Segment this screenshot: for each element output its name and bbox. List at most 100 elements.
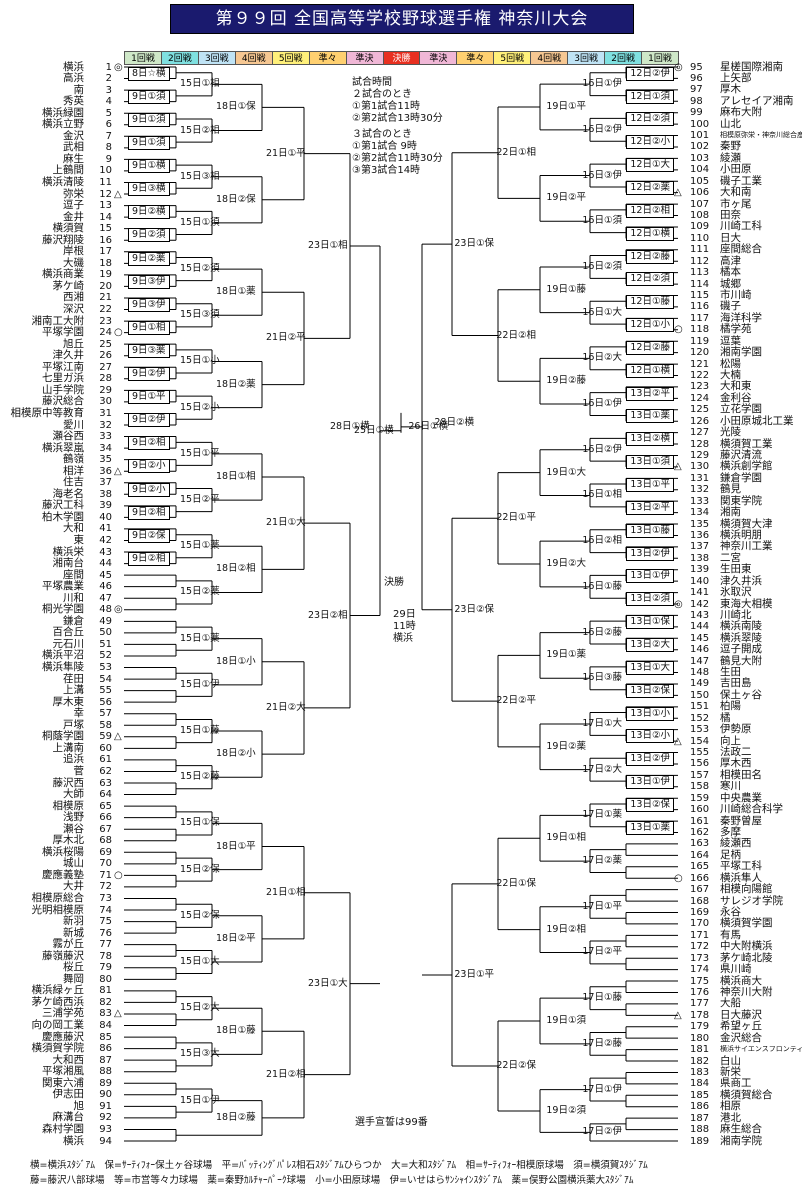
match-label: 16日①大 [582,306,622,318]
match-label: 19日①相 [546,832,586,844]
match-label: 19日①大 [546,466,586,478]
team-number: 12 [99,188,112,200]
match-label: 15日②相 [180,124,220,136]
team-name: 逗葉 [720,334,741,347]
match-label: 16日②相 [582,535,622,547]
team-number: 25 [99,338,112,350]
match-label: 9日②小 [128,459,170,474]
team-number: 42 [99,534,112,546]
page-title: 第９９回 全国高等学校野球選手権 神奈川大会 [170,4,634,34]
match-label: 12日②伊 [626,66,674,81]
match-label: 16日②藤 [582,626,622,638]
team-name: 横浜商大 [720,974,762,987]
match-label: 9日②相 [128,436,170,451]
team-name: 神奈川大附 [720,985,773,998]
team-name: 横須賀大津 [720,517,773,530]
team-number: 85 [99,1031,112,1043]
team-name: 大師 [63,788,84,801]
match-label: 23日①大 [308,977,348,989]
match-label: 9日③薬 [128,343,170,358]
team-number: 181 [690,1044,710,1056]
team-name: 伊志田 [52,1088,85,1101]
team-name: 旭 [73,1099,85,1112]
team-name: 弥栄 [63,187,84,200]
team-name: 鎌倉 [63,614,84,627]
team-name: 城郷 [720,277,741,290]
team-name: 横浜立野 [42,118,84,131]
match-label: 13日①小 [626,706,674,721]
team-name: 大船 [720,997,741,1010]
team-name: 厚木東 [52,695,85,708]
team-number: 177 [690,998,710,1010]
match-label: 13日①薬 [626,820,674,835]
team-name: 津久井 [52,349,85,362]
match-label: 28日①横 [330,420,370,432]
team-name: 法政二 [720,746,752,759]
match-label: 23日②保 [454,603,494,615]
match-label: 26日①横 [408,420,448,432]
match-label: 12日①横 [626,363,674,378]
match-label: 8日☆横 [128,66,170,81]
match-label: 9日②保 [128,528,170,543]
team-number: 10 [99,165,112,177]
team-name: 旭丘 [63,337,84,350]
match-label: 19日②大 [546,558,586,569]
match-label: 21日①平 [266,147,306,159]
team-number: 92 [99,1112,112,1124]
team-name: 白山 [720,1054,741,1067]
team-name: 津久井浜 [720,574,762,587]
match-label: 16日①伊 [582,78,622,90]
team-number: 176 [690,986,710,998]
team-name: 菅 [73,764,85,777]
team-name: 平塚江南 [42,360,84,373]
match-label: 15日②保 [180,863,220,875]
team-number: 46 [99,581,112,593]
team-name: 茅ケ崎 [52,279,85,292]
match-label: 21日②平 [266,332,306,344]
team-name: 岸根 [63,245,84,258]
match-label: 12日②小 [626,135,674,150]
team-number: 156 [690,758,710,770]
team-number: 23 [99,315,112,327]
team-name: 中央農業 [720,791,762,804]
team-name: 大和南 [720,186,752,199]
seed-mark: △ [674,1009,682,1021]
team-number: 179 [690,1021,710,1033]
team-number: 165 [690,861,710,873]
team-name: 城山 [63,857,84,870]
team-name: 湘南学院 [720,1134,762,1147]
team-name: 藤沢翔陵 [42,233,84,246]
team-number: 61 [99,754,112,766]
team-number: 182 [690,1055,710,1067]
team-name: 光明相模原 [31,903,85,916]
team-number: 162 [690,827,710,838]
match-label: 12日①横 [626,226,674,241]
match-label: 13日②保 [626,683,674,698]
match-label: 17日①薬 [582,809,622,821]
team-number: 188 [690,1124,710,1136]
team-name: 川崎総合科学 [720,803,783,816]
team-number: 79 [99,962,112,974]
team-number: 4 [105,96,112,108]
team-name: 横浜 [63,1134,84,1147]
team-number: 175 [690,975,710,987]
match-label: 12日②須 [626,112,674,127]
team-number: 169 [690,906,710,918]
team-number: 136 [690,529,710,541]
team-number: 47 [99,592,112,604]
team-name: 光陵 [720,426,741,439]
match-label: 13日①伊 [626,569,674,584]
team-name: 向上 [720,734,741,747]
match-label: 15日③大 [180,1048,220,1060]
team-name: 横浜隼人 [720,871,762,884]
team-number: 8 [105,142,112,154]
team-number: 37 [99,477,112,489]
team-number: 151 [690,701,710,713]
match-label: 18日①小 [216,655,256,667]
round-header-cell: 1回戦 [641,51,679,65]
team-number: 19 [99,269,112,281]
team-number: 155 [690,747,710,759]
team-name: 横須賀学園 [720,917,773,930]
team-name: 藤沢総合 [42,395,84,408]
seed-mark: ◎ [114,604,123,616]
